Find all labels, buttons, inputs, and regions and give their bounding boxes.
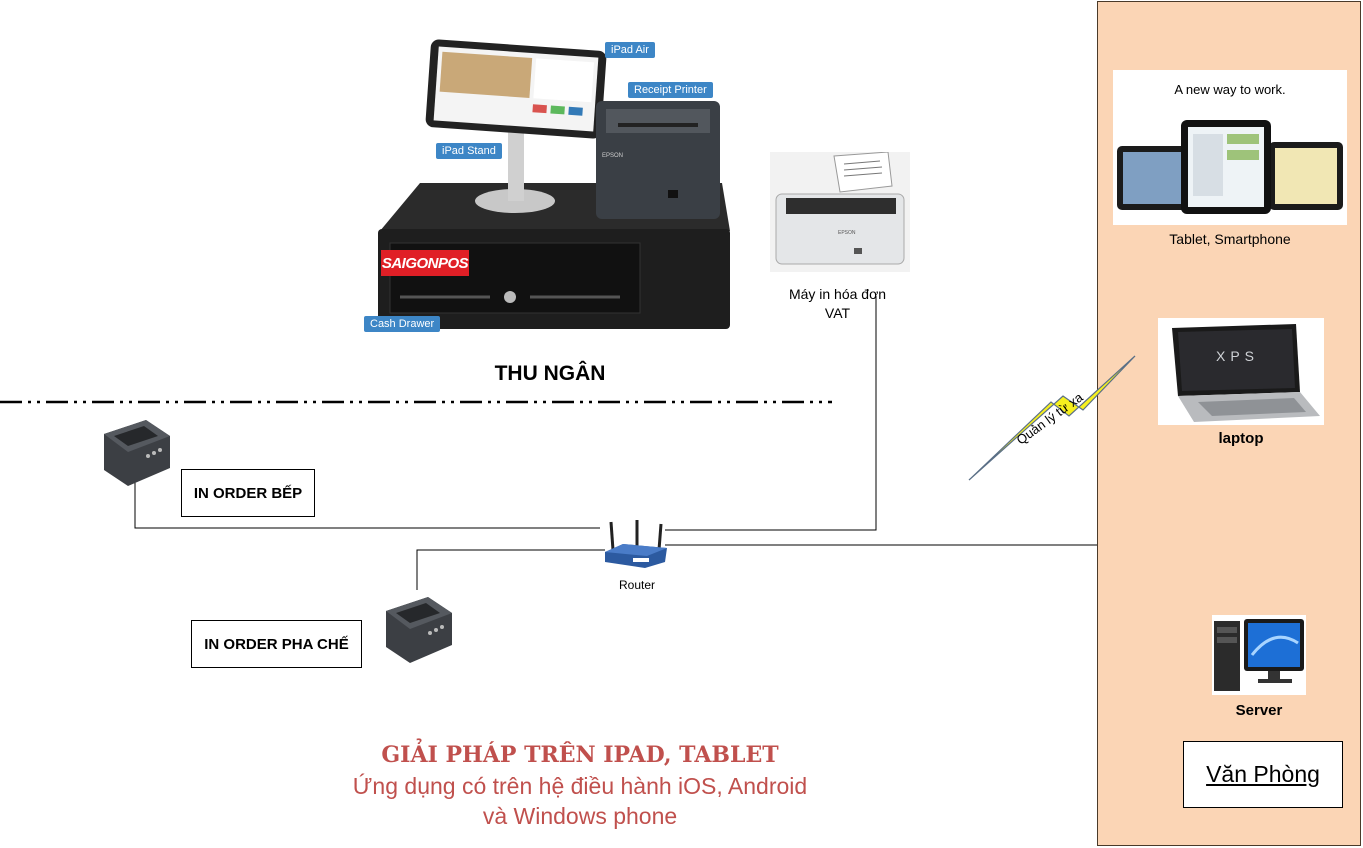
brand-logo-text: SAIGONPOS bbox=[381, 254, 469, 272]
office-label: Văn Phòng bbox=[1206, 761, 1320, 787]
kitchen-order-box: IN ORDER BẾP bbox=[181, 469, 315, 517]
bar-order-label: IN ORDER PHA CHẾ bbox=[204, 635, 349, 653]
solution-subtitle-line2: và Windows phone bbox=[482, 803, 678, 829]
laptop-image: XPS bbox=[1158, 318, 1324, 425]
vat-printer-caption-line2: VAT bbox=[824, 305, 851, 321]
kitchen-printer-icon bbox=[104, 420, 170, 486]
vat-printer-caption-line1: Máy in hóa đơn bbox=[788, 286, 887, 302]
ipad-air-label: iPad Air bbox=[605, 42, 655, 58]
bar-order-box: IN ORDER PHA CHẾ bbox=[191, 620, 362, 668]
solution-title: GIẢI PHÁP TRÊN IPAD, TABLET bbox=[381, 742, 779, 768]
cashier-station: EPSON bbox=[378, 39, 730, 329]
svg-text:EPSON: EPSON bbox=[838, 230, 856, 236]
laptop-icon bbox=[1172, 324, 1320, 422]
office-label-box: Văn Phòng bbox=[1183, 741, 1343, 808]
router-icon bbox=[605, 520, 667, 568]
tablet-ad-headline: A new way to work. bbox=[1174, 82, 1286, 97]
cash-drawer-label: Cash Drawer bbox=[364, 316, 441, 332]
vat-printer-caption: Máy in hóa đơn VAT bbox=[765, 285, 910, 323]
laptop-brand: XPS bbox=[1216, 348, 1260, 364]
router-label: Router bbox=[618, 578, 656, 592]
kitchen-order-label: IN ORDER BẾP bbox=[193, 484, 303, 502]
svg-text:EPSON: EPSON bbox=[602, 153, 623, 159]
lightning-icon bbox=[968, 355, 1136, 481]
tablet-smartphone-image: A new way to work. bbox=[1113, 70, 1347, 225]
tablets-icon bbox=[1117, 120, 1343, 214]
vat-printer-icon: EPSON bbox=[770, 152, 910, 272]
receipt-printer-label: Receipt Printer bbox=[628, 82, 713, 98]
ipad-stand-label: iPad Stand bbox=[436, 143, 502, 159]
server-icon bbox=[1212, 615, 1306, 695]
server-caption: Server bbox=[1235, 702, 1283, 719]
laptop-caption: laptop bbox=[1218, 430, 1264, 447]
kitchen-printer-link bbox=[134, 470, 600, 529]
vat-printer-link bbox=[665, 296, 877, 531]
cashier-title: THU NGÂN bbox=[494, 362, 606, 385]
saigonpos-logo: SAIGONPOS bbox=[381, 250, 469, 276]
bar-printer-link bbox=[416, 549, 605, 590]
solution-subtitle-line1: Ứng dụng có trên hệ điều hành iOS, Andro… bbox=[352, 773, 808, 799]
bar-printer-icon bbox=[386, 597, 452, 663]
tablet-smartphone-caption: Tablet, Smartphone bbox=[1169, 231, 1291, 247]
